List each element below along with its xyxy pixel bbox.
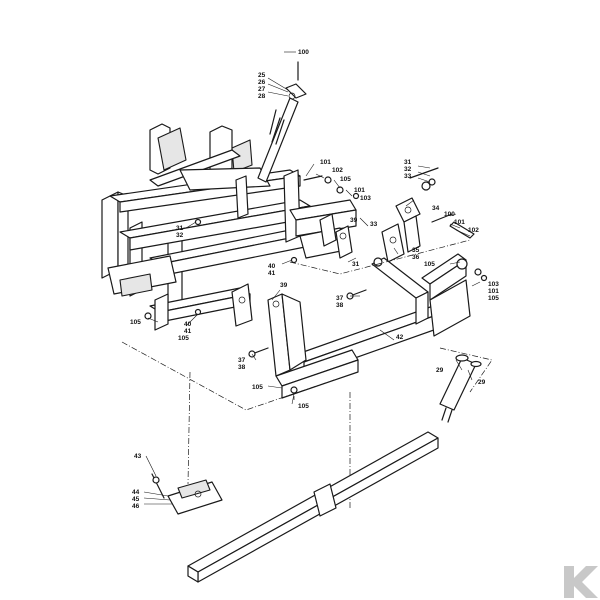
label-105-right: 105: [424, 261, 435, 268]
label-42: 42: [396, 334, 404, 341]
fasteners: [144, 218, 488, 394]
label-103-mid: 103: [360, 195, 371, 202]
turnbuckle-assembly: [257, 83, 307, 183]
label-31-left: 31: [176, 225, 184, 232]
label-40-mid: 40: [268, 263, 276, 270]
label-101-right: 101: [454, 219, 465, 226]
label-28: 28: [258, 93, 266, 100]
label-105-lower: 105: [178, 335, 189, 342]
label-31-right: 31: [404, 159, 412, 166]
label-26: 26: [258, 79, 266, 86]
label-29-right: 29: [478, 379, 486, 386]
leader-lines: [143, 51, 481, 505]
label-41-left: 41: [184, 328, 192, 335]
label-105-bottom: 105: [298, 403, 309, 410]
brand-mark-text: K: [575, 589, 576, 591]
label-101-far: 101: [488, 288, 499, 295]
label-39-mid: 39: [280, 282, 288, 289]
jack-assembly: [151, 473, 223, 515]
label-43: 43: [134, 453, 142, 460]
axle-frame: [267, 253, 471, 399]
label-27: 27: [258, 86, 266, 93]
label-105-left: 105: [130, 319, 141, 326]
label-100-top: 100: [298, 49, 309, 56]
label-25: 25: [258, 72, 266, 79]
label-38-low: 38: [238, 364, 246, 371]
label-102-right: 102: [468, 227, 479, 234]
label-100-right: 100: [444, 211, 455, 218]
label-101-left: 101: [320, 159, 331, 166]
label-33-right: 33: [404, 173, 412, 180]
tool-bar: [187, 431, 439, 583]
label-37-mid: 37: [336, 295, 344, 302]
label-103-right: 103: [488, 281, 499, 288]
label-39-top: 39: [350, 217, 358, 224]
label-31-mid: 31: [352, 261, 360, 268]
label-37-low: 37: [238, 357, 246, 364]
label-41-mid: 41: [268, 270, 276, 277]
label-33-mid: 33: [370, 221, 378, 228]
label-36: 36: [412, 254, 420, 261]
label-45: 45: [132, 496, 140, 503]
label-32-left: 32: [176, 232, 184, 239]
brand-logo: K: [564, 566, 598, 598]
label-44: 44: [132, 489, 140, 496]
assembly-outline: [121, 239, 493, 510]
label-105-base: 105: [252, 384, 263, 391]
label-40-left: 40: [184, 321, 192, 328]
label-32-right: 32: [404, 166, 412, 173]
label-105-far: 105: [488, 295, 499, 302]
hydraulic-cylinder: [439, 354, 482, 423]
label-29-left: 29: [436, 367, 444, 374]
label-102-left: 102: [332, 167, 343, 174]
label-38-mid: 38: [336, 302, 344, 309]
label-101-mid: 101: [354, 187, 365, 194]
label-35: 35: [412, 247, 420, 254]
label-46: 46: [132, 503, 140, 510]
right-arm-brackets: [297, 61, 475, 263]
main-frame: [101, 123, 357, 331]
part-labels: 100 25 26 27 28 101 102 105 101 103 31 3…: [130, 49, 499, 510]
label-34: 34: [432, 205, 440, 212]
label-105-top: 105: [340, 176, 351, 183]
